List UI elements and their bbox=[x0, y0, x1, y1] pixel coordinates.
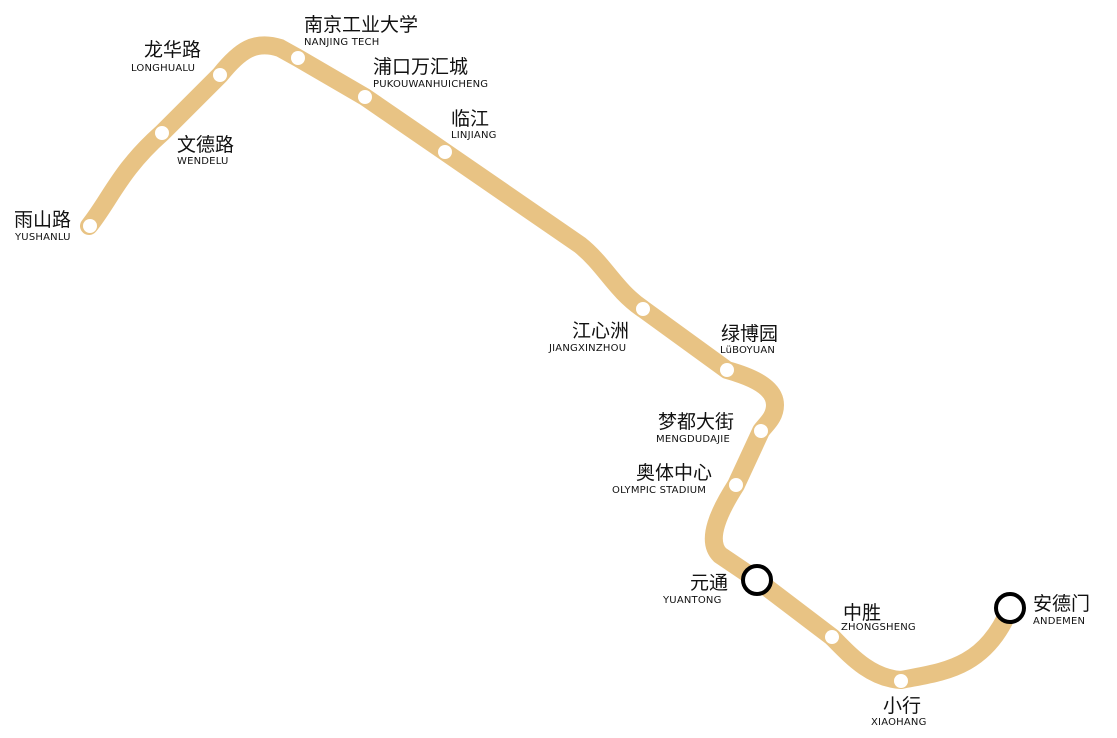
station-nanjing-tech[interactable]: 南京工业大学 NANJING TECH bbox=[291, 14, 418, 65]
station-name-zh: 南京工业大学 bbox=[304, 14, 418, 36]
station-name-en: OLYMPIC STADIUM bbox=[612, 485, 706, 496]
station-name-en: YUSHANLU bbox=[14, 232, 71, 243]
station-name-zh: 中胜 bbox=[843, 602, 881, 624]
metro-line-route bbox=[80, 36, 1019, 689]
station-name-zh: 元通 bbox=[690, 572, 728, 594]
station-luboyuan[interactable]: 绿博园 LüBOYUAN bbox=[720, 323, 778, 377]
station-xiaohang[interactable]: 小行 XIAOHANG bbox=[871, 674, 927, 728]
station-marker[interactable] bbox=[358, 90, 372, 104]
station-yushanlu[interactable]: 雨山路 YUSHANLU bbox=[14, 209, 97, 243]
station-name-zh: 临江 bbox=[451, 108, 489, 130]
station-pukouwanhuicheng[interactable]: 浦口万汇城 PUKOUWANHUICHENG bbox=[358, 56, 488, 104]
station-marker[interactable] bbox=[438, 145, 452, 159]
station-name-en: XIAOHANG bbox=[871, 717, 927, 728]
station-name-zh: 安德门 bbox=[1033, 593, 1090, 615]
station-marker[interactable] bbox=[894, 674, 908, 688]
station-marker[interactable] bbox=[291, 51, 305, 65]
station-name-zh: 奥体中心 bbox=[636, 462, 712, 484]
station-andemen[interactable]: 安德门 ANDEMEN bbox=[994, 592, 1090, 627]
station-zhongsheng[interactable]: 中胜 ZHONGSHENG bbox=[825, 602, 916, 644]
station-linjiang[interactable]: 临江 LINJIANG bbox=[438, 108, 497, 159]
station-name-zh: 绿博园 bbox=[721, 323, 778, 345]
transfer-station-marker[interactable] bbox=[994, 592, 1026, 624]
station-mengdudajie[interactable]: 梦都大街 MENGDUDAJIE bbox=[656, 411, 768, 445]
station-marker[interactable] bbox=[155, 126, 169, 140]
station-name-zh: 梦都大街 bbox=[658, 411, 734, 433]
station-wendelu[interactable]: 文德路 WENDELU bbox=[155, 126, 234, 167]
transfer-station-marker[interactable] bbox=[741, 564, 773, 596]
station-name-en: MENGDUDAJIE bbox=[656, 434, 730, 445]
station-longhualu[interactable]: 龙华路 LONGHUALU bbox=[131, 39, 227, 82]
station-name-en: LONGHUALU bbox=[131, 63, 195, 74]
station-olympic-stadium[interactable]: 奥体中心 OLYMPIC STADIUM bbox=[612, 462, 743, 496]
station-jiangxinzhou[interactable]: 江心洲 JIANGXINZHOU bbox=[548, 302, 650, 354]
station-name-zh: 龙华路 bbox=[144, 39, 201, 61]
station-name-zh: 文德路 bbox=[177, 134, 234, 156]
station-marker[interactable] bbox=[825, 630, 839, 644]
station-marker[interactable] bbox=[213, 68, 227, 82]
station-marker[interactable] bbox=[83, 219, 97, 233]
station-name-en: ZHONGSHENG bbox=[841, 622, 916, 633]
station-marker[interactable] bbox=[754, 424, 768, 438]
station-name-en: JIANGXINZHOU bbox=[548, 343, 626, 354]
station-yuantong[interactable]: 元通 YUANTONG bbox=[662, 564, 773, 606]
station-marker[interactable] bbox=[636, 302, 650, 316]
station-name-en: LüBOYUAN bbox=[720, 345, 775, 356]
station-name-zh: 浦口万汇城 bbox=[373, 56, 468, 78]
station-name-zh: 江心洲 bbox=[572, 320, 629, 342]
station-name-en: PUKOUWANHUICHENG bbox=[373, 79, 488, 90]
station-name-en: NANJING TECH bbox=[304, 37, 379, 48]
station-marker[interactable] bbox=[729, 478, 743, 492]
station-name-zh: 雨山路 bbox=[14, 209, 71, 231]
station-name-en: WENDELU bbox=[177, 156, 229, 167]
station-marker[interactable] bbox=[720, 363, 734, 377]
station-name-en: ANDEMEN bbox=[1033, 616, 1085, 627]
station-name-en: YUANTONG bbox=[662, 595, 722, 606]
station-name-en: LINJIANG bbox=[451, 130, 497, 141]
station-name-zh: 小行 bbox=[883, 695, 921, 717]
